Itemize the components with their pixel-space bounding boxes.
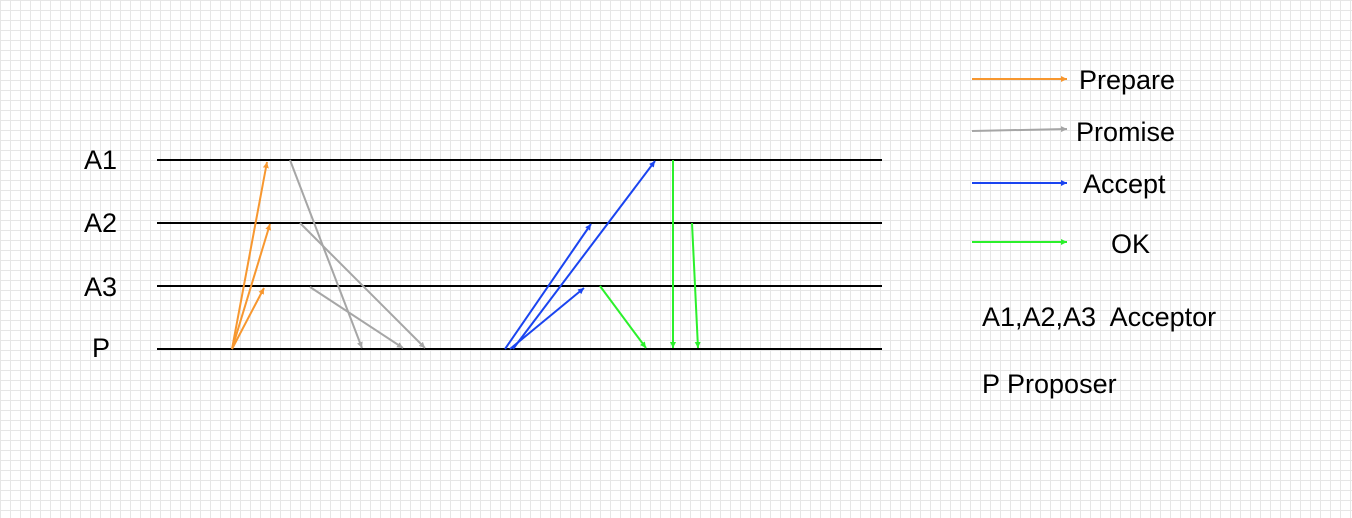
prepare-arrow-to-a2 [231,223,272,350]
promise-arrow-from-a3 [309,286,404,349]
promise-arrow-from-a2 [299,222,426,349]
acceptor-note: A1,A2,A3 Acceptor [982,302,1216,332]
accept-arrow-to-a1 [512,160,656,350]
legend-ok-label: OK [1111,229,1150,259]
ok-arrow-from-a3 [599,285,647,349]
ok-arrow-from-a2 [691,222,701,349]
legend-prepare-label: Prepare [1079,65,1175,95]
lane-label-a3: A3 [84,272,117,302]
prepare-arrow-to-a1 [231,161,269,350]
promise-arrow-from-a1 [289,159,363,349]
legend-accept-label: Accept [1083,169,1166,199]
prepare-arrow-to-a3 [231,287,265,350]
legend-promise-label: Promise [1076,117,1175,147]
lane-label-a1: A1 [84,145,117,175]
accept-arrow-to-a3 [509,287,585,350]
lane-label-p: P [92,333,110,363]
lane-label-a2: A2 [84,208,117,238]
proposer-note: P Proposer [982,369,1117,399]
legend-promise-arrow [971,126,1068,133]
accept-arrow-to-a2 [504,223,592,350]
